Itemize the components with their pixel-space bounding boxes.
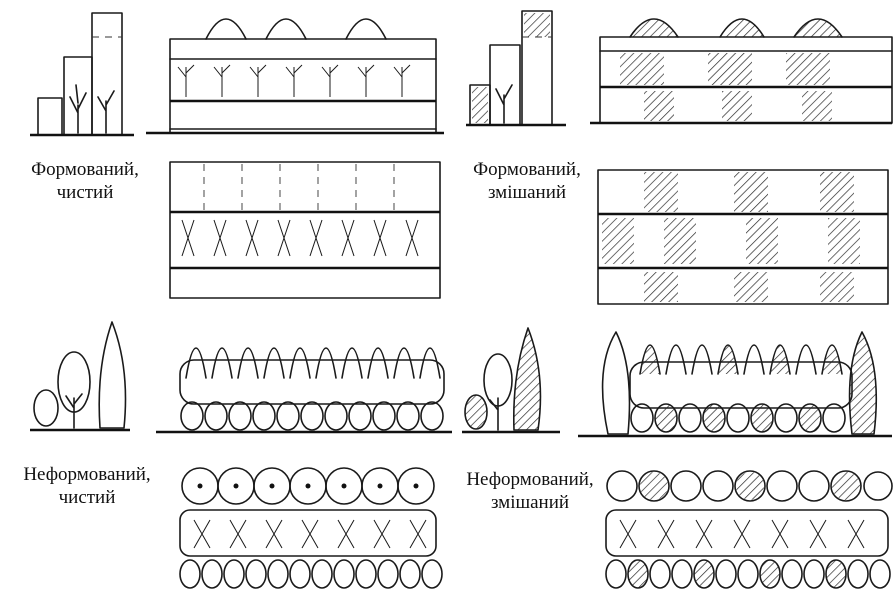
formed-pure-elevation-sketch — [146, 5, 446, 137]
label-informal-pure-line1: Неформований, — [2, 463, 172, 486]
informal-mixed-plan-sketch — [598, 458, 894, 592]
formed-mixed-profile-sketch — [466, 5, 568, 130]
label-formed-pure: Формований, чистий — [10, 158, 160, 204]
formed-pure-plan-sketch — [164, 156, 448, 304]
informal-pure-plan-sketch — [170, 458, 446, 592]
informal-pure-elevation-sketch — [156, 318, 454, 436]
formed-mixed-plan-sketch — [594, 164, 894, 308]
label-informal-pure: Неформований, чистий — [2, 463, 172, 509]
informal-pure-profile-sketch — [30, 318, 132, 434]
label-informal-mixed-line1: Неформований, — [450, 468, 610, 491]
label-formed-mixed-line1: Формований, — [452, 158, 602, 181]
label-formed-pure-line1: Формований, — [10, 158, 160, 181]
formed-mixed-elevation-sketch — [590, 3, 894, 127]
label-formed-mixed: Формований, змішаний — [452, 158, 602, 204]
formed-pure-profile-sketch — [30, 5, 135, 140]
label-informal-pure-line2: чистий — [2, 486, 172, 509]
label-informal-mixed-line2: змішаний — [450, 491, 610, 514]
label-formed-mixed-line2: змішаний — [452, 181, 602, 204]
label-informal-mixed: Неформований, змішаний — [450, 468, 610, 514]
informal-mixed-elevation-sketch — [578, 318, 894, 442]
informal-mixed-profile-sketch — [462, 324, 562, 436]
label-formed-pure-line2: чистий — [10, 181, 160, 204]
